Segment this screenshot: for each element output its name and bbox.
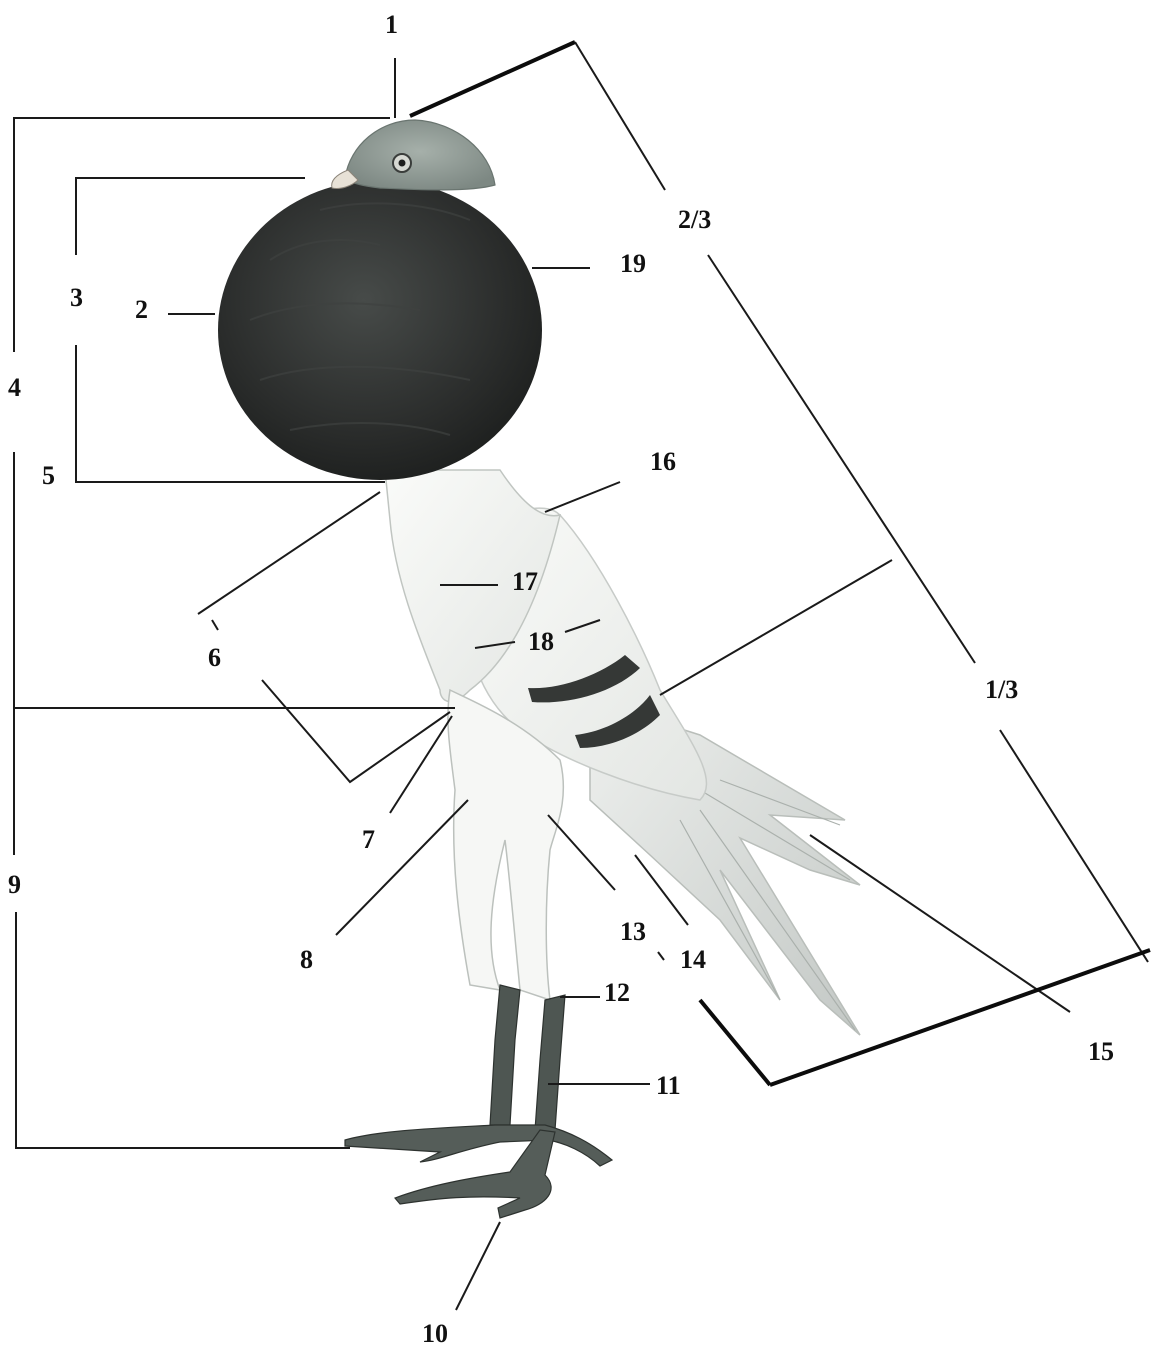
frame-right-lower (1000, 730, 1148, 962)
leader-13 (548, 815, 615, 890)
left-foot (345, 1125, 612, 1166)
label-one-third: 1/3 (985, 675, 1018, 704)
label-10: 10 (422, 1319, 448, 1348)
label-1: 1 (385, 10, 398, 39)
label-4: 4 (8, 373, 21, 402)
label-17: 17 (512, 567, 538, 596)
frame-right-mid (708, 255, 975, 663)
left-shank (490, 985, 520, 1125)
right-shank (535, 995, 565, 1130)
label-14: 14 (680, 945, 706, 974)
leader-8 (336, 800, 468, 935)
head (345, 120, 495, 190)
label-3: 3 (70, 283, 83, 312)
leader-15 (810, 835, 1070, 1012)
label-8: 8 (300, 945, 313, 974)
leader-7-v (262, 680, 450, 782)
label-9: 9 (8, 870, 21, 899)
label-19: 19 (620, 249, 646, 278)
tick-13 (658, 952, 664, 960)
leader-6 (198, 492, 380, 614)
label-13: 13 (620, 917, 646, 946)
label-16: 16 (650, 447, 676, 476)
crop-globe (218, 180, 542, 480)
label-2: 2 (135, 295, 148, 324)
frame-left-lower (700, 1000, 770, 1085)
frame-right-upper (575, 42, 665, 190)
label-15: 15 (1088, 1037, 1114, 1066)
pigeon-illustration (218, 120, 860, 1218)
label-6: 6 (208, 643, 221, 672)
frame-top (410, 42, 575, 116)
label-two-thirds: 2/3 (678, 205, 711, 234)
leader-7 (390, 716, 452, 813)
tick-6 (212, 620, 218, 630)
label-11: 11 (656, 1071, 681, 1100)
leader-10 (456, 1222, 500, 1310)
label-12: 12 (604, 978, 630, 1007)
leader-16 (545, 482, 620, 512)
label-7: 7 (362, 825, 375, 854)
label-18: 18 (528, 627, 554, 656)
eye-pupil (399, 160, 406, 167)
divider-one-third (660, 560, 892, 695)
label-5: 5 (42, 461, 55, 490)
